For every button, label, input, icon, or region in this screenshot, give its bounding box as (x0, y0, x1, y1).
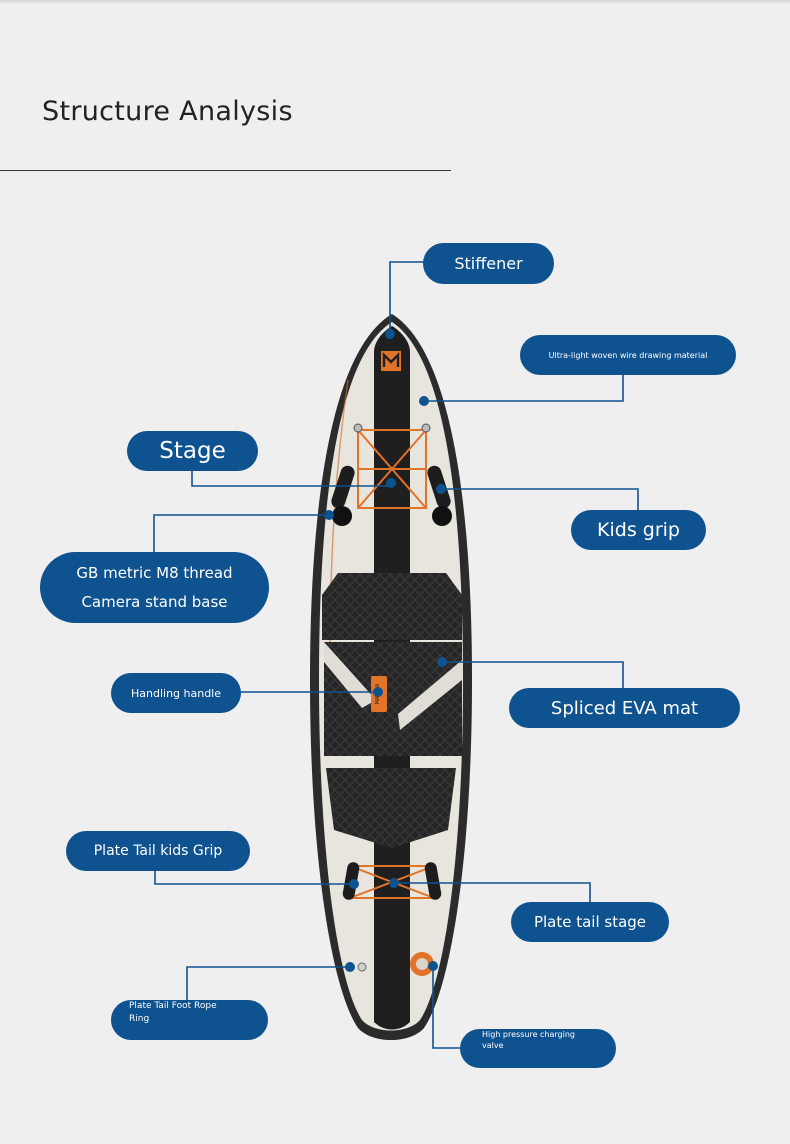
callout-text: Plate tail stage (533, 913, 647, 931)
title-divider (0, 170, 451, 171)
camera-mount-right (432, 506, 452, 526)
callout-foot-rope-ring: Plate Tail Foot Rope Ring (111, 1000, 268, 1040)
callout-text: Spliced EVA mat (550, 697, 699, 719)
top-shadow-bar (0, 0, 790, 4)
callout-tail-stage: Plate tail stage (511, 902, 669, 942)
callout-stage: Stage (127, 431, 258, 471)
callout-text-line2: valve (482, 1041, 504, 1050)
camera-mount-left (332, 506, 352, 526)
callout-charging-valve: High pressure charging valve (460, 1029, 616, 1068)
kids-grip-handle-left (331, 465, 355, 509)
connector-dots (324, 329, 447, 972)
callout-text-line2: Camera stand base (81, 592, 228, 611)
callout-text-line1: High pressure charging (482, 1030, 575, 1039)
callout-text: Ultra-light woven wire drawing material (548, 350, 708, 360)
callout-text-line1: GB metric M8 thread (76, 563, 233, 582)
tail-kids-grip-handle-right (424, 862, 442, 900)
callout-text: Handling handle (130, 686, 222, 700)
callout-kids-grip: Kids grip (571, 510, 706, 550)
page-title: Structure Analysis (42, 96, 293, 127)
callout-text: Kids grip (597, 519, 680, 541)
eva-deck-pad (322, 573, 462, 848)
callout-handling-handle: Handling handle (111, 673, 241, 713)
brand-logo-mark (382, 352, 400, 367)
callout-stiffener: Stiffener (423, 243, 554, 284)
foot-rope-ring (357, 962, 367, 972)
callout-text-line1: Plate Tail Foot Rope (129, 1001, 217, 1011)
eva-pad-stripe (398, 660, 462, 730)
stage-d-ring (353, 423, 363, 433)
callout-woven-material: Ultra-light woven wire drawing material (520, 335, 736, 375)
callout-text: Stiffener (454, 254, 523, 273)
charging-valve-cap (416, 958, 428, 970)
stage-d-ring (421, 423, 431, 433)
callout-text-line2: Ring (129, 1014, 150, 1024)
front-bungee-stage (357, 429, 427, 509)
connector-lines (153, 261, 639, 1049)
callout-eva-mat: Spliced EVA mat (509, 688, 740, 728)
callout-tail-kids-grip: Plate Tail kids Grip (66, 831, 250, 871)
callout-camera-thread: GB metric M8 thread Camera stand base (40, 552, 269, 623)
callout-text: Plate Tail kids Grip (93, 843, 223, 859)
callout-text: Stage (159, 438, 226, 464)
